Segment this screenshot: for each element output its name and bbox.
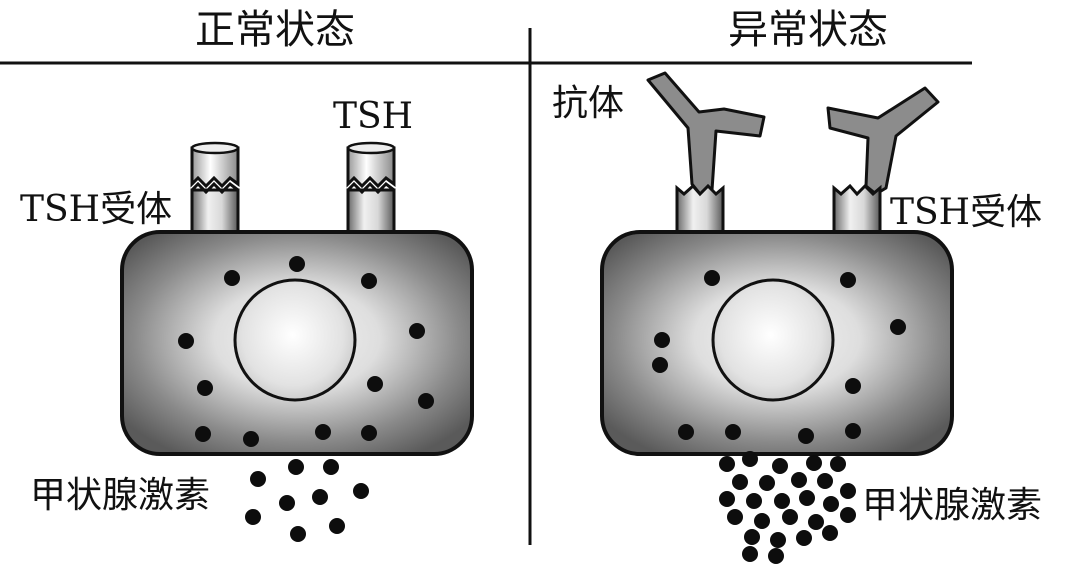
granule <box>409 323 425 339</box>
normal-state-heading: 正常状态 <box>195 7 355 53</box>
granule <box>890 319 906 335</box>
granule <box>754 513 770 529</box>
granule <box>768 548 784 564</box>
granule <box>312 489 328 505</box>
granule <box>289 256 305 272</box>
granule <box>418 393 434 409</box>
granule <box>770 532 786 548</box>
tsh-receptor-right <box>346 188 396 234</box>
granule <box>746 493 762 509</box>
tsh-receptor-abn-left <box>675 183 725 234</box>
granule <box>791 472 807 488</box>
granule <box>361 273 377 289</box>
granule <box>323 459 339 475</box>
granule <box>840 272 856 288</box>
granule <box>243 431 259 447</box>
antibody-label: 抗体 <box>552 83 625 124</box>
granule <box>197 380 213 396</box>
granule <box>719 491 735 507</box>
secreted-hormone-normal <box>245 459 369 542</box>
granule <box>732 474 748 490</box>
granule <box>279 495 295 511</box>
tsh-hormone-right <box>346 141 396 195</box>
granule <box>652 357 668 373</box>
granule <box>704 270 720 286</box>
granule <box>799 490 815 506</box>
granule <box>178 333 194 349</box>
tsh-receptor-label-abnormal: TSH受体 <box>890 192 1043 233</box>
normal-panel <box>120 141 474 542</box>
tsh-receptor-left <box>190 188 240 234</box>
thyroid-hormone-label-normal: 甲状腺激素 <box>30 475 211 516</box>
granule <box>806 455 822 471</box>
antibody-right <box>826 86 940 196</box>
granule <box>796 530 812 546</box>
granule <box>224 270 240 286</box>
granule <box>742 546 758 562</box>
granule <box>808 514 824 530</box>
granule <box>290 526 306 542</box>
granule <box>250 471 266 487</box>
granule <box>823 496 839 512</box>
granule <box>742 451 758 467</box>
nucleus-abnormal <box>711 278 835 402</box>
abnormal-state-heading: 异常状态 <box>728 7 888 53</box>
granule <box>315 424 331 440</box>
granule <box>367 376 383 392</box>
granule <box>329 518 345 534</box>
thyroid-hormone-label-abnormal: 甲状腺激素 <box>862 485 1043 526</box>
tsh-hormone-left <box>190 141 240 195</box>
granule <box>719 456 735 472</box>
granule <box>759 475 775 491</box>
granule <box>744 529 760 545</box>
granule <box>774 493 790 509</box>
antibody-left <box>646 71 766 196</box>
tsh-receptor-abn-right <box>832 183 882 234</box>
granule <box>845 378 861 394</box>
nucleus-normal <box>233 278 357 402</box>
granule <box>727 509 743 525</box>
granule <box>654 332 670 348</box>
granule <box>798 428 814 444</box>
granule <box>725 424 741 440</box>
abnormal-panel <box>600 71 954 564</box>
granule <box>840 483 856 499</box>
granule <box>195 426 211 442</box>
granule <box>353 483 369 499</box>
granule <box>288 459 304 475</box>
granule <box>678 424 694 440</box>
secreted-hormone-abnormal <box>719 451 856 564</box>
granules-inside-abnormal <box>652 270 906 444</box>
granule <box>817 473 833 489</box>
granule <box>822 525 838 541</box>
granule <box>830 456 846 472</box>
granule <box>845 423 861 439</box>
granule <box>245 509 261 525</box>
tsh-receptor-label-normal: TSH受体 <box>20 189 173 230</box>
granule <box>840 507 856 523</box>
granules-inside-normal <box>178 256 434 447</box>
tsh-label: TSH <box>333 96 414 137</box>
granule <box>782 509 798 525</box>
granule <box>361 425 377 441</box>
granule <box>772 458 788 474</box>
